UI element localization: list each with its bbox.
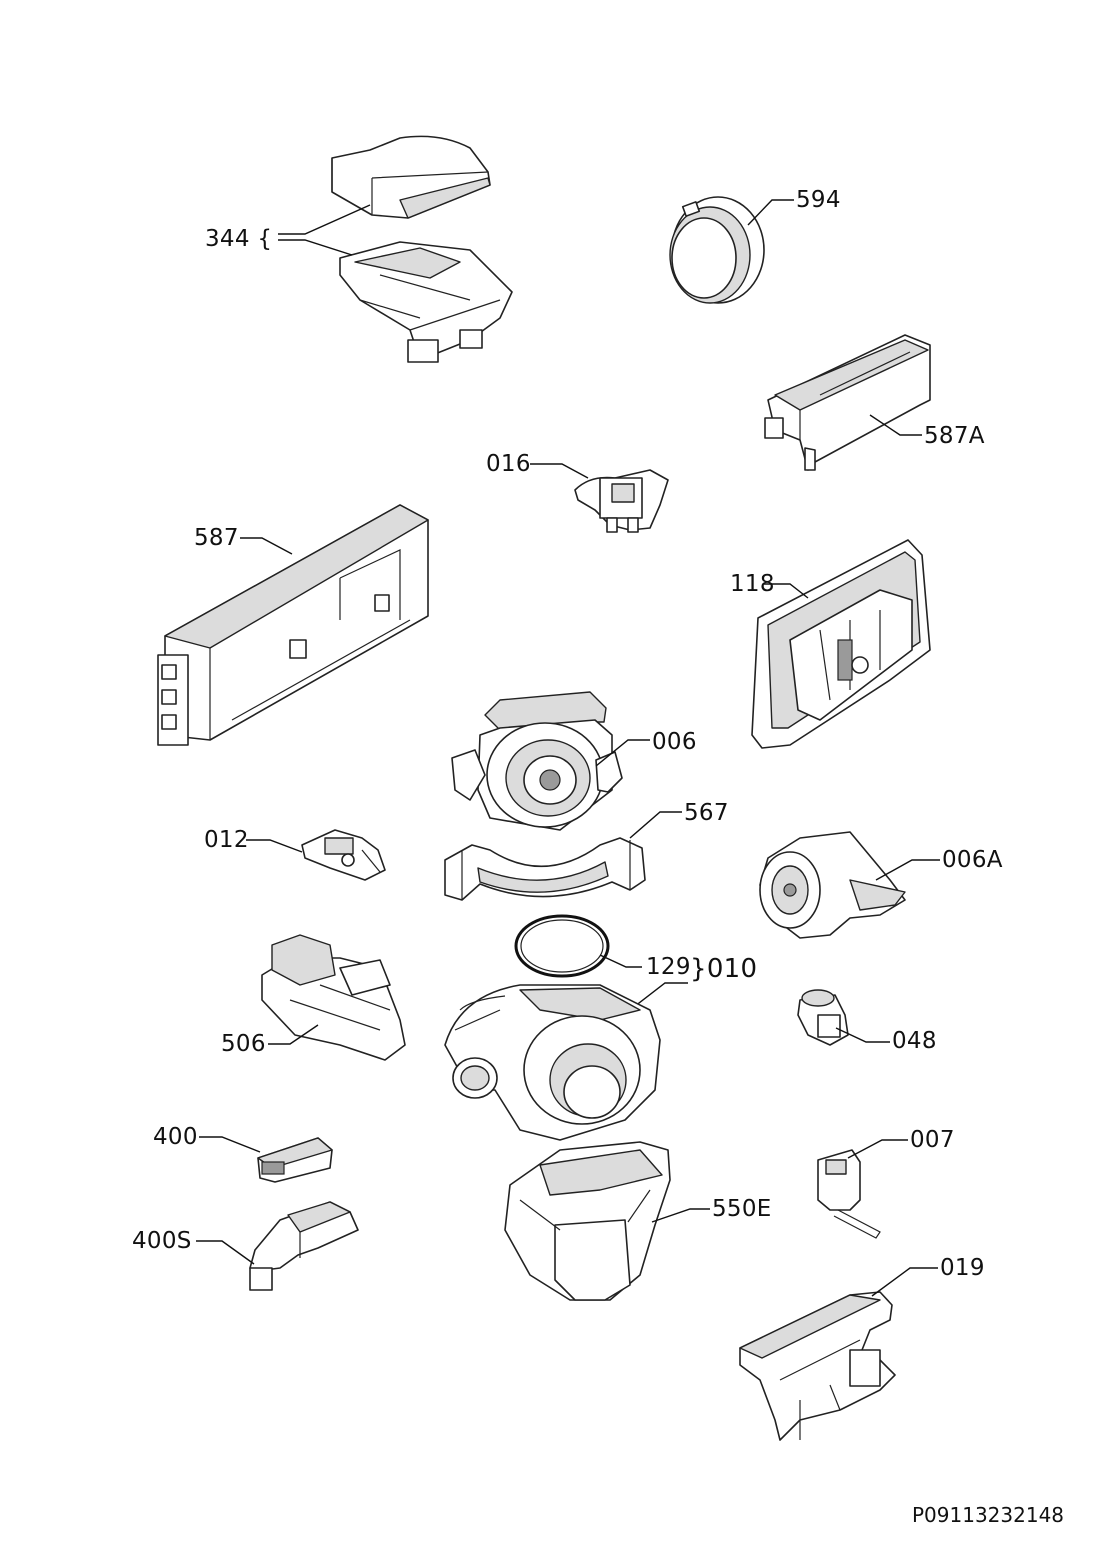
label-400S[interactable]: 400S <box>132 1228 192 1254</box>
label-594[interactable]: 594 <box>796 187 841 213</box>
part-567-drawing[interactable] <box>444 837 646 901</box>
label-007[interactable]: 007 <box>910 1127 955 1153</box>
label-400[interactable]: 400 <box>153 1124 198 1150</box>
label-567[interactable]: 567 <box>684 800 729 826</box>
part-012-drawing[interactable] <box>301 829 386 881</box>
label-550E[interactable]: 550E <box>712 1196 772 1222</box>
label-118[interactable]: 118 <box>730 571 775 597</box>
label-016[interactable]: 016 <box>486 451 531 477</box>
label-006A[interactable]: 006A <box>942 847 1003 873</box>
label-587[interactable]: 587 <box>194 525 239 551</box>
part-019-drawing[interactable] <box>739 1291 896 1441</box>
label-019[interactable]: 019 <box>940 1255 985 1281</box>
part-344-drawing[interactable] <box>331 135 513 363</box>
label-587A[interactable]: 587A <box>924 423 985 449</box>
part-587A-drawing[interactable] <box>764 334 931 471</box>
part-129-drawing[interactable] <box>514 914 610 978</box>
part-006-drawing[interactable] <box>451 691 623 831</box>
part-594-drawing[interactable] <box>669 196 765 304</box>
label-012[interactable]: 012 <box>204 827 249 853</box>
label-006[interactable]: 006 <box>652 729 697 755</box>
label-344[interactable]: 344 { <box>205 226 273 252</box>
part-550E-drawing[interactable] <box>504 1141 671 1301</box>
label-506[interactable]: 506 <box>221 1031 266 1057</box>
part-010-drawing[interactable] <box>444 984 661 1141</box>
label-010[interactable]: }010 <box>690 954 758 984</box>
part-400-drawing[interactable] <box>257 1137 333 1183</box>
part-506-drawing[interactable] <box>261 934 406 1061</box>
label-129[interactable]: 129 <box>646 954 691 980</box>
label-048[interactable]: 048 <box>892 1028 937 1054</box>
drawing-id: P09113232148 <box>912 1503 1065 1527</box>
part-118-drawing[interactable] <box>751 539 931 749</box>
part-016-drawing[interactable] <box>574 469 669 533</box>
part-048-drawing[interactable] <box>797 989 849 1046</box>
part-006A-drawing[interactable] <box>759 831 906 939</box>
part-587-drawing[interactable] <box>157 504 429 746</box>
part-007-drawing[interactable] <box>817 1149 881 1239</box>
part-400S-drawing[interactable] <box>249 1201 359 1291</box>
